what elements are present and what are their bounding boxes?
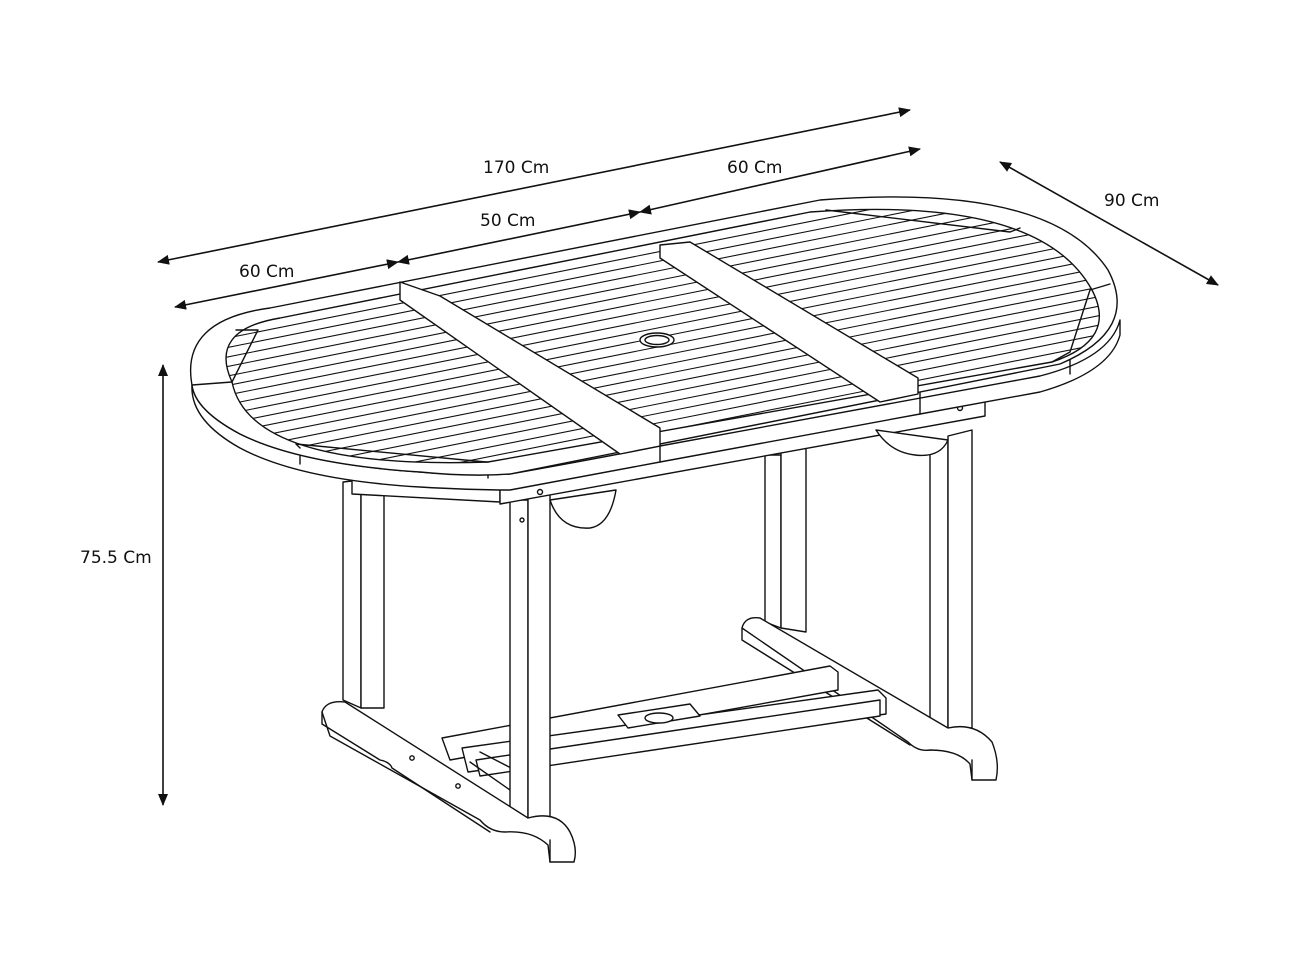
label-leaf-left: 60 Cm (239, 262, 294, 282)
slat-line (226, 209, 1100, 349)
dim-line-leaf-left (174, 259, 399, 310)
dim-line-leaf-right (639, 146, 921, 215)
slat-line (226, 223, 1100, 415)
table-drawing (190, 196, 1121, 863)
slat-line (226, 327, 1100, 463)
slat-line (226, 209, 1100, 358)
dimension-labels: 170 Cm 60 Cm 50 Cm 60 Cm 90 Cm 75.5 Cm (80, 158, 1159, 568)
dimension-lines (157, 107, 1219, 806)
label-total-length: 170 Cm (483, 158, 549, 178)
slat-line (226, 261, 1100, 453)
slat-line (226, 308, 1100, 463)
near-legs (342, 475, 551, 819)
slat-line (226, 209, 1100, 368)
slat-line (226, 270, 1100, 463)
table-top-surface (190, 196, 1118, 476)
slat-line (226, 232, 1100, 425)
label-center-section: 50 Cm (480, 211, 535, 231)
label-width: 90 Cm (1104, 191, 1159, 211)
slat-line (226, 209, 1100, 396)
label-height: 75.5 Cm (80, 548, 152, 568)
label-leaf-right: 60 Cm (727, 158, 782, 178)
slat-line (226, 213, 1100, 406)
dim-line-total-length (157, 107, 911, 265)
dim-line-center (397, 209, 641, 265)
slat-line (226, 280, 1100, 463)
dim-line-width (999, 161, 1219, 286)
slat-line (226, 289, 1100, 463)
near-trestle (321, 701, 577, 863)
stretcher-rails (441, 665, 887, 791)
slat-line (226, 318, 1100, 463)
